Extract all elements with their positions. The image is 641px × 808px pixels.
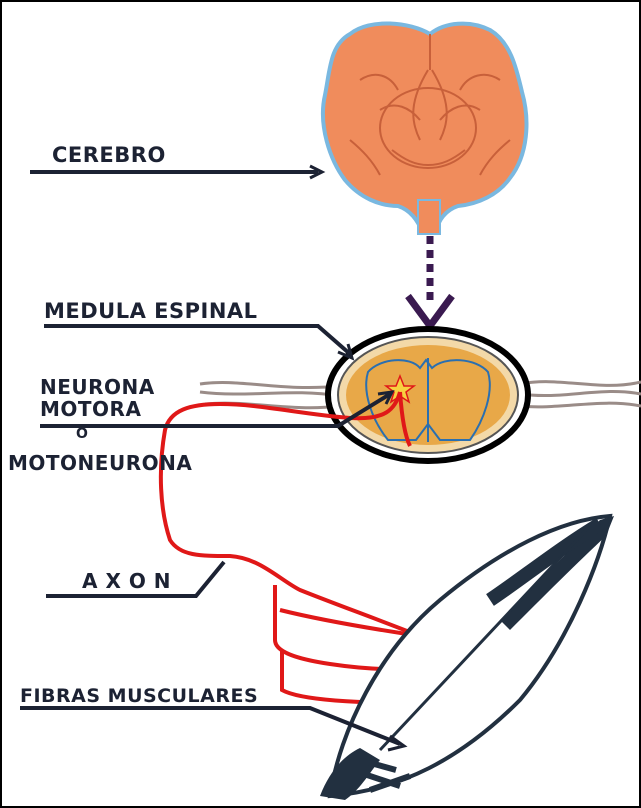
muscle-fibers-label: FIBRAS MUSCULARES — [20, 685, 258, 707]
spinal-cord-section — [200, 329, 641, 461]
descending-pathway-arrow — [408, 236, 452, 326]
brain-stem — [418, 200, 440, 234]
motor-neuron-label-line1: NEURONA — [40, 375, 155, 399]
motor-neuron-label-line4: MOTONEURONA — [8, 451, 192, 475]
spinal-cord-pointer — [44, 326, 350, 354]
muscle-illustration — [320, 516, 614, 800]
axon-label: A X O N — [82, 569, 171, 593]
spinal-cord-label: MEDULA ESPINAL — [44, 299, 258, 323]
brain-label: CEREBRO — [52, 143, 166, 167]
motor-neuron-label-line3: O — [76, 426, 88, 442]
brain-illustration — [323, 23, 527, 234]
motor-neuron-label-line2: MOTORA — [40, 397, 141, 421]
